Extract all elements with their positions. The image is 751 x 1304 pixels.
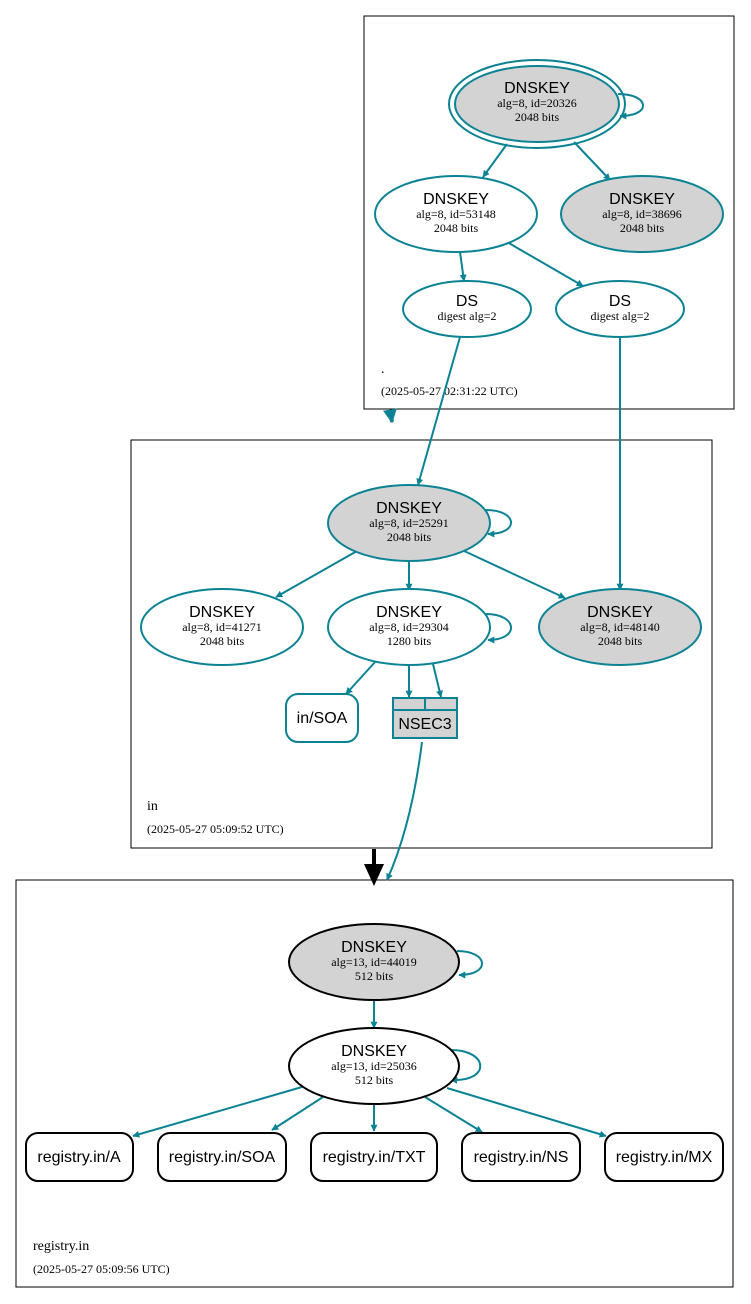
node-reg-zsk-alg: alg=13, id=25036 [331, 1059, 417, 1073]
node-reg-ns[interactable]: registry.in/NS [461, 1132, 581, 1182]
zone-in-time: (2025-05-27 05:09:52 UTC) [147, 822, 284, 836]
node-root-ds1-digest: digest alg=2 [437, 309, 496, 323]
node-root-ksk-bits: 2048 bits [515, 110, 560, 124]
node-root-zsk-type: DNSKEY [423, 191, 489, 208]
node-in-nsec3[interactable]: NSEC3 [392, 697, 458, 739]
node-reg-zsk[interactable]: DNSKEY alg=13, id=25036 512 bits [288, 1027, 460, 1105]
node-root-ksk-type: DNSKEY [504, 80, 570, 97]
node-reg-txt-label: registry.in/TXT [323, 1149, 426, 1166]
node-root-k3-bits: 2048 bits [620, 221, 665, 235]
node-reg-a-label: registry.in/A [37, 1149, 121, 1166]
edge-reg-zsk-soa [271, 1096, 324, 1131]
edge-reg-zsk-mx [446, 1087, 607, 1138]
node-root-k3[interactable]: DNSKEY alg=8, id=38696 2048 bits [560, 175, 724, 253]
node-in-soa-label: in/SOA [297, 710, 348, 727]
node-in-zsk-bits: 1280 bits [387, 634, 432, 648]
node-root-k3-type: DNSKEY [609, 191, 675, 208]
zone-root-name: . [381, 362, 385, 377]
node-reg-ksk[interactable]: DNSKEY alg=13, id=44019 512 bits [288, 923, 460, 1001]
node-in-ksk[interactable]: DNSKEY alg=8, id=25291 2048 bits [327, 484, 491, 562]
node-reg-zsk-type: DNSKEY [341, 1043, 407, 1060]
node-reg-ns-label: registry.in/NS [474, 1149, 569, 1166]
zone-registry-time: (2025-05-27 05:09:56 UTC) [33, 1262, 170, 1276]
node-in-zsk[interactable]: DNSKEY alg=8, id=29304 1280 bits [327, 588, 491, 666]
edge-ds1-in-ksk [416, 336, 461, 486]
zone-in-box [130, 439, 713, 849]
node-in-ksk-alg: alg=8, id=25291 [369, 516, 449, 530]
node-reg-txt[interactable]: registry.in/TXT [310, 1132, 438, 1182]
edge-delegation-in-registry-head [364, 864, 384, 886]
node-in-zsk-alg: alg=8, id=29304 [369, 620, 449, 634]
node-reg-zsk-bits: 512 bits [355, 1073, 394, 1087]
node-in-k1[interactable]: DNSKEY alg=8, id=41271 2048 bits [140, 588, 304, 666]
edge-reg-zsk-ns [424, 1096, 483, 1133]
node-root-ksk-alg: alg=8, id=20326 [497, 96, 577, 110]
node-reg-ksk-type: DNSKEY [341, 939, 407, 956]
node-in-k1-type: DNSKEY [189, 604, 255, 621]
edge-root-zsk-ds2 [506, 241, 584, 287]
zone-registry-name: registry.in [33, 1239, 89, 1254]
node-in-ksk-bits: 2048 bits [387, 530, 432, 544]
node-reg-a[interactable]: registry.in/A [25, 1132, 134, 1182]
zone-in-name: in [147, 799, 158, 814]
node-root-k3-alg: alg=8, id=38696 [602, 207, 682, 221]
node-root-ds1[interactable]: DS digest alg=2 [402, 280, 532, 338]
edge-reg-ksk-self [456, 950, 483, 979]
edge-reg-zsk-self [450, 1049, 482, 1084]
node-root-ds2[interactable]: DS digest alg=2 [555, 280, 685, 338]
node-root-ds1-type: DS [456, 293, 478, 310]
node-reg-mx[interactable]: registry.in/MX [604, 1132, 724, 1182]
node-reg-ksk-alg: alg=13, id=44019 [331, 955, 417, 969]
node-root-zsk-bits: 2048 bits [434, 221, 479, 235]
edge-nsec3-registry [386, 741, 423, 881]
zone-root-time: (2025-05-27 02:31:22 UTC) [381, 384, 518, 398]
node-in-k3-bits: 2048 bits [598, 634, 643, 648]
node-in-k3-alg: alg=8, id=48140 [580, 620, 660, 634]
node-in-k3[interactable]: DNSKEY alg=8, id=48140 2048 bits [538, 588, 702, 666]
node-reg-soa-label: registry.in/SOA [169, 1149, 276, 1166]
node-reg-mx-label: registry.in/MX [616, 1149, 713, 1166]
node-in-soa[interactable]: in/SOA [285, 693, 359, 743]
node-reg-soa[interactable]: registry.in/SOA [157, 1132, 287, 1182]
node-in-k1-bits: 2048 bits [200, 634, 245, 648]
node-in-k1-alg: alg=8, id=41271 [182, 620, 262, 634]
edge-in-zsk-nsec3-b [432, 663, 443, 698]
node-in-ksk-type: DNSKEY [376, 500, 442, 517]
edge-root-ksk-self [617, 93, 644, 120]
node-root-zsk-alg: alg=8, id=53148 [416, 207, 496, 221]
node-root-ksk[interactable]: DNSKEY alg=8, id=20326 2048 bits [448, 59, 626, 149]
node-in-k3-type: DNSKEY [587, 604, 653, 621]
edge-reg-zsk-a [132, 1086, 303, 1138]
edge-root-ksk-zsk [482, 143, 508, 178]
node-reg-ksk-bits: 512 bits [355, 969, 394, 983]
zone-root-box [363, 15, 735, 410]
node-root-ds2-type: DS [609, 293, 631, 310]
edge-in-zsk-soa [345, 660, 377, 695]
edge-in-ksk-k3 [461, 549, 566, 599]
edge-root-zsk-ds1 [459, 251, 467, 282]
edge-root-ksk-k3 [573, 141, 611, 181]
node-root-zsk[interactable]: DNSKEY alg=8, id=53148 2048 bits [374, 175, 538, 253]
node-in-nsec3-label: NSEC3 [398, 716, 451, 733]
edge-in-ksk-self [485, 509, 512, 538]
edge-delegation-root-in [383, 408, 397, 424]
edge-in-ksk-k1 [275, 550, 358, 598]
edge-in-zsk-self [485, 613, 512, 644]
node-root-ds2-digest: digest alg=2 [590, 309, 649, 323]
node-in-zsk-type: DNSKEY [376, 604, 442, 621]
